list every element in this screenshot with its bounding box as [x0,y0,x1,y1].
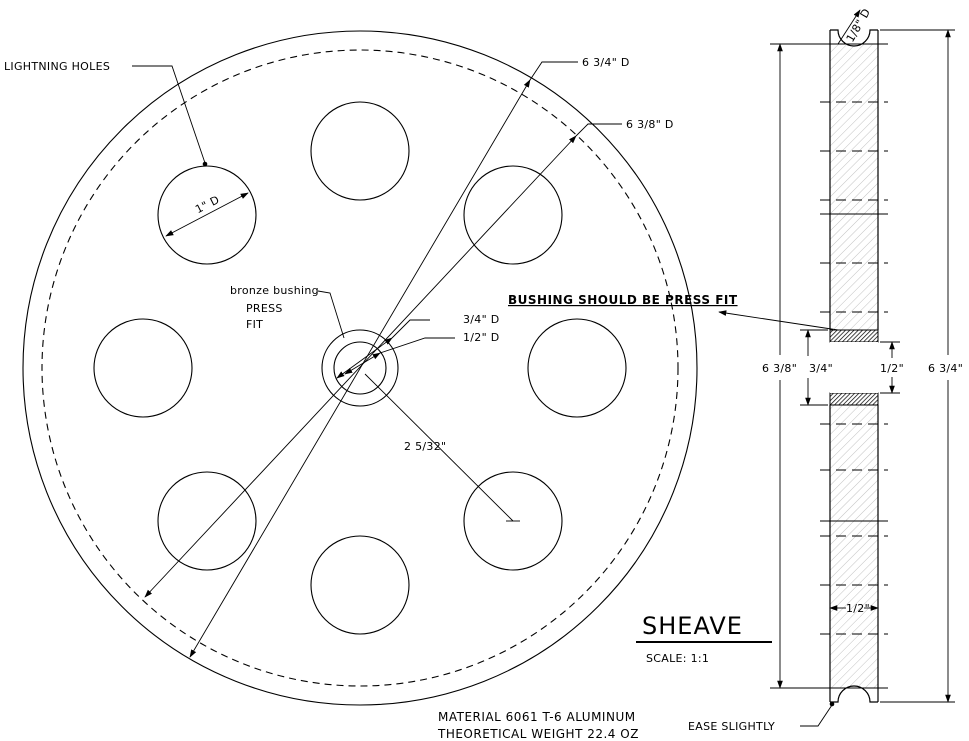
bolt-circle-radius-label: 2 5/32" [404,440,446,453]
hole-diameter-label: 1" D [193,193,221,216]
bushing-note-arrow [718,310,839,331]
ease-slightly-label: EASE SLIGHTLY [688,720,775,733]
lightning-hole-bottom-left [157,471,257,571]
press-label: PRESS [246,302,283,315]
groove-circle [41,49,679,687]
groove-diameter-label: 6 3/8" D [626,118,674,131]
side-outer-dia-label: 6 3/4" [928,362,963,375]
lightning-hole-top [310,101,410,201]
bushing-od-label: 3/4" D [463,313,500,326]
bronze-bushing-label: bronze bushing [230,284,319,297]
weight-label: THEORETICAL WEIGHT 22.4 OZ [437,727,639,741]
side-groove-dia-label: 6 3/8" [762,362,797,375]
side-view [820,29,888,703]
side-width-label: 1/2" [846,602,870,615]
scale-label: SCALE: 1:1 [646,652,709,665]
lightning-hole-left [93,318,193,418]
bushing-id-label: 1/2" D [463,331,500,344]
lightning-hole-bottom [310,535,410,635]
outer-rim [22,30,698,706]
bushing-note: BUSHING SHOULD BE PRESS FIT [508,293,738,307]
material-label: MATERIAL 6061 T-6 ALUMINUM [438,710,636,724]
title: SHEAVE [642,612,743,640]
outer-diameter-label: 6 3/4" D [582,56,630,69]
front-dimensions [132,61,622,658]
side-bushing-od-label: 3/4" [809,362,833,375]
lightning-hole-top-right [463,165,563,265]
side-bushing-id-label: 1/2" [880,362,904,375]
bushing-section-bottom [829,392,879,406]
side-dimensions [770,9,955,727]
lightning-holes-label: LIGHTNING HOLES [4,60,110,73]
bushing-section-top [829,329,879,343]
lightning-hole-right [527,318,627,418]
fit-label: FIT [246,318,263,331]
